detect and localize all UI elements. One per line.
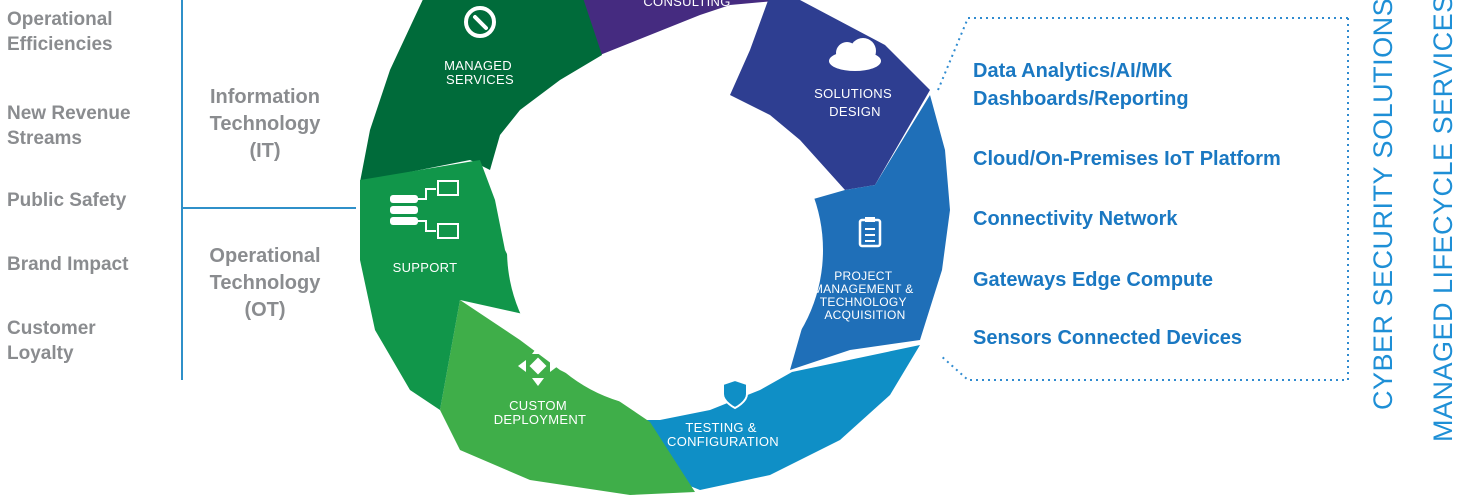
stack-item-sensors: Sensors Connected Devices	[973, 327, 1242, 349]
cyber-security-vertical-label: CYBER SECURITY SOLUTIONS	[1368, 0, 1398, 410]
divider-vertical	[181, 0, 183, 380]
stack-item-iot-platform: Cloud/On-Premises IoT Platform	[973, 148, 1281, 170]
segment-solutions-design	[730, 0, 930, 190]
benefit-brand-impact: Brand Impact	[7, 254, 129, 275]
segment-testing	[610, 345, 920, 490]
project-management-label: PROJECT MANAGEMENT & TECHNOLOGY ACQUISIT…	[813, 269, 917, 322]
benefit-new-revenue-streams: New Revenue Streams	[7, 103, 131, 149]
segment-consulting	[560, 0, 785, 55]
stack-item-gateways: Gateways Edge Compute	[973, 269, 1214, 291]
segment-project-management	[790, 95, 950, 370]
network-devices-icon	[390, 180, 459, 239]
lifecycle-ring: MANAGED SERVICES CONSULTING SOLUTIONS DE…	[360, 0, 950, 495]
operational-technology-label: Operational Technology (OT)	[209, 245, 321, 321]
stack-item-connectivity: Connectivity Network	[973, 208, 1178, 230]
move-arrows-icon	[518, 346, 558, 386]
segment-managed-services	[360, 0, 602, 182]
support-label: SUPPORT	[393, 260, 458, 275]
managed-services-label: MANAGED SERVICES	[444, 58, 516, 87]
cloud-icon	[829, 38, 881, 71]
gear-wrench-icon	[464, 6, 496, 38]
stack-item-data-analytics: Data Analytics/AI/MK Dashboards/Reportin…	[973, 60, 1189, 110]
consulting-label: CONSULTING	[643, 0, 730, 9]
server-shield-icon	[698, 368, 748, 410]
divider-horizontal	[181, 207, 356, 209]
benefit-customer-loyalty: Customer Loyalty	[7, 318, 96, 364]
testing-label: TESTING & CONFIGURATION	[667, 420, 779, 449]
information-technology-label: Information Technology (IT)	[209, 86, 321, 162]
solutions-design-label: SOLUTIONS DESIGN	[814, 86, 896, 119]
managed-lifecycle-vertical-label: MANAGED LIFECYCLE SERVICES	[1428, 0, 1458, 442]
benefit-operational-efficiencies: Operational Efficiencies	[7, 9, 113, 55]
segment-custom-deployment	[440, 300, 695, 495]
clipboard-icon	[858, 217, 882, 248]
custom-deployment-label: CUSTOM DEPLOYMENT	[494, 398, 587, 427]
benefit-public-safety: Public Safety	[7, 190, 127, 211]
